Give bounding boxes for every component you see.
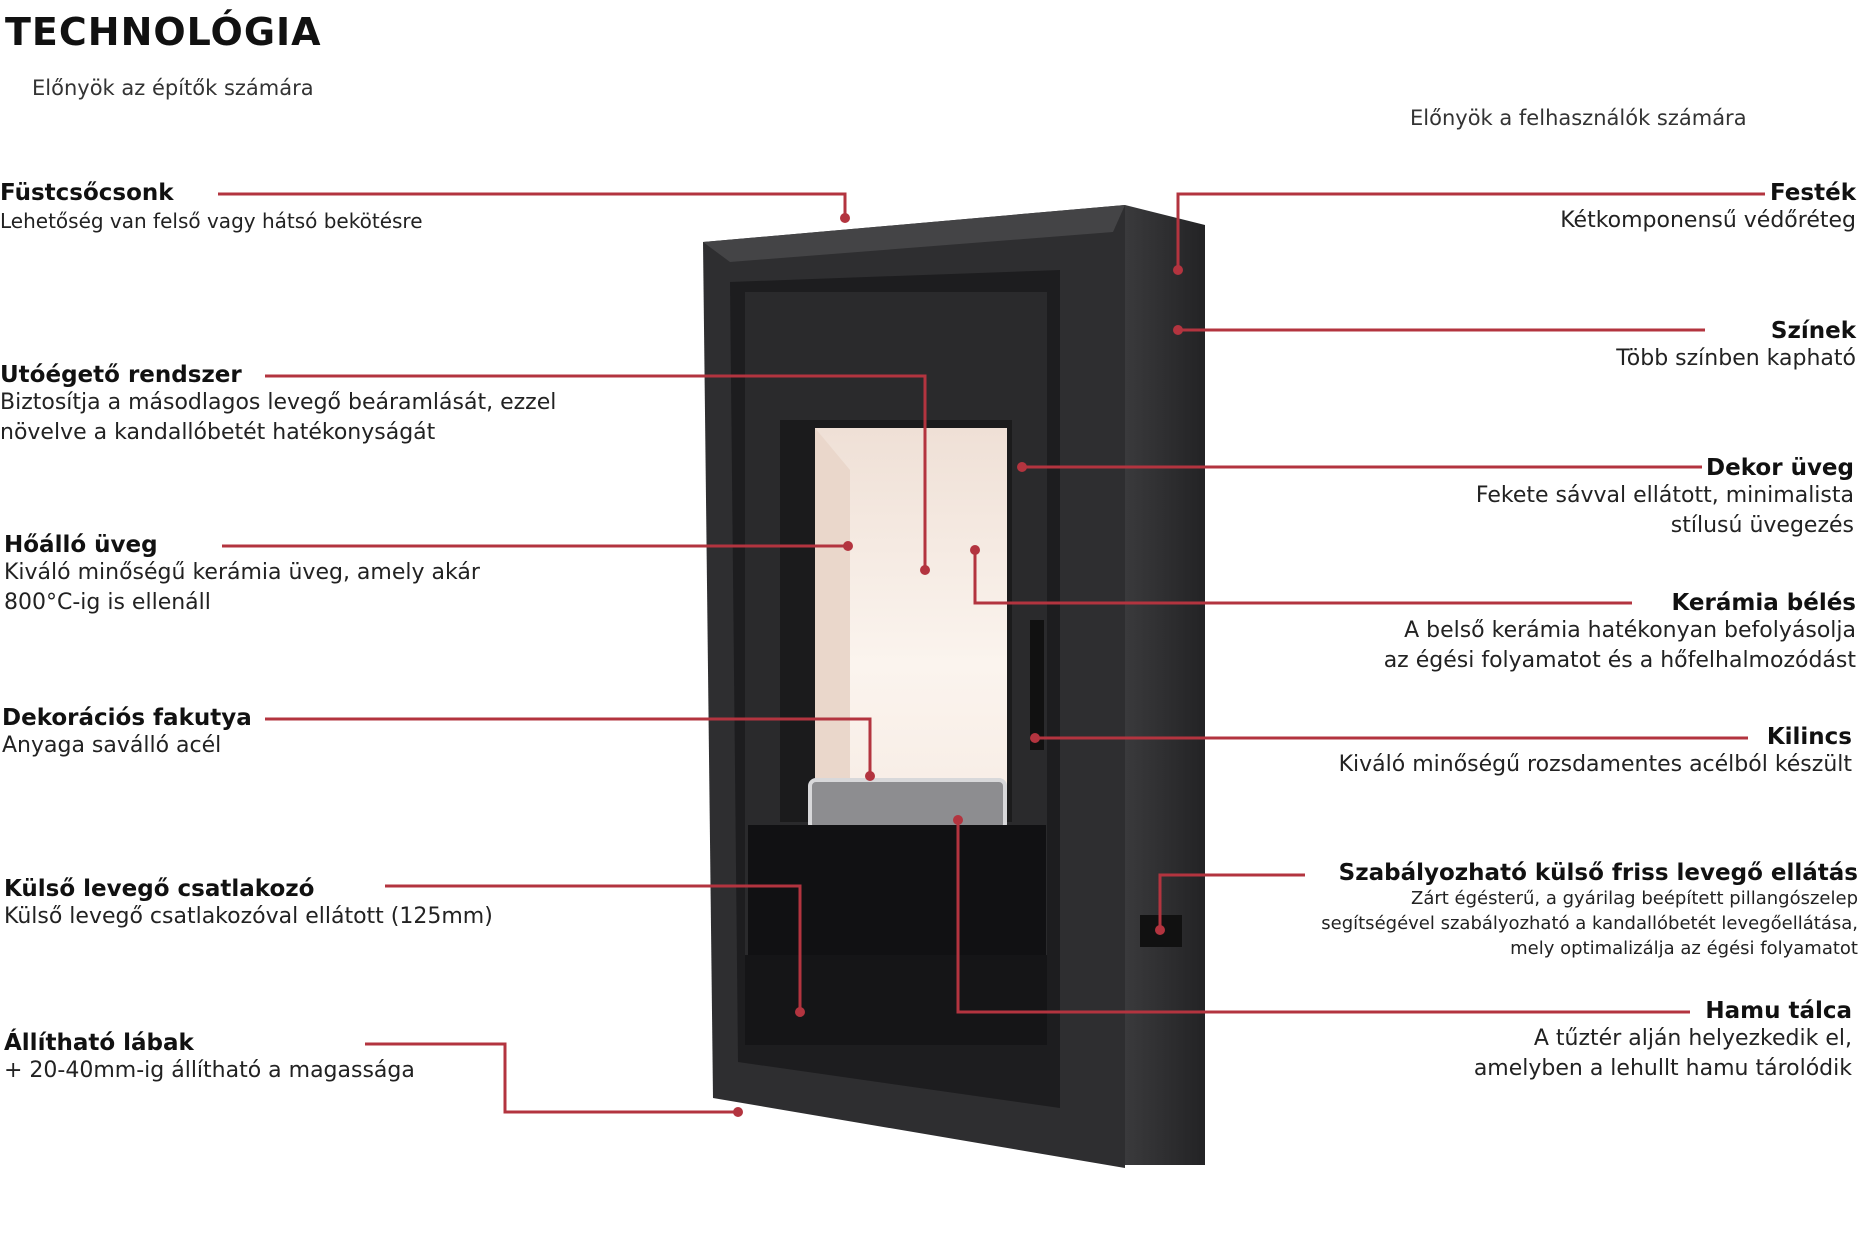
- builders-subtitle: Előnyök az építők számára: [32, 76, 314, 100]
- label-labak: Állítható lábak + 20-40mm-ig állítható a…: [4, 1030, 415, 1086]
- label-desc: Több színben kapható: [1616, 346, 1856, 371]
- label-szinek: Színek Több színben kapható: [1616, 318, 1856, 374]
- label-keramia: Kerámia bélés A belső kerámia hatékonyan…: [1384, 590, 1856, 676]
- label-title: Színek: [1770, 318, 1856, 344]
- label-title: Állítható lábak: [4, 1030, 194, 1056]
- label-desc: Fekete sávval ellátott, minimalista stíl…: [1475, 483, 1854, 538]
- callout-lines: [218, 192, 1765, 1114]
- callout-dots: [733, 213, 1183, 1117]
- label-hamu-talca: Hamu tálca A tűztér alján helyezkedik el…: [1474, 998, 1852, 1084]
- label-festek: Festék Kétkomponensű védőréteg: [1560, 180, 1856, 236]
- label-desc: A tűztér alján helyezkedik el, amelyben …: [1473, 1026, 1852, 1081]
- label-title: Hamu tálca: [1705, 998, 1852, 1024]
- fireplace-stove: [703, 205, 1205, 1168]
- label-kulso-levego: Külső levegő csatlakozó Külső levegő csa…: [4, 876, 493, 932]
- label-fakutya: Dekorációs fakutya Anyaga saválló acél: [2, 705, 252, 761]
- label-title: Utóégető rendszer: [0, 362, 242, 388]
- door-handle: [1030, 620, 1044, 750]
- callout-line-fakutya: [265, 717, 872, 776]
- label-title: Kilincs: [1766, 724, 1852, 750]
- label-title: Dekor üveg: [1706, 455, 1854, 481]
- label-hoallo-uveg: Hőálló üveg Kiváló minőségű kerámia üveg…: [4, 532, 480, 618]
- label-title: Hőálló üveg: [4, 532, 158, 558]
- label-kilincs: Kilincs Kiváló minőségű rozsdamentes acé…: [1339, 724, 1852, 780]
- decor-log-holder: [808, 778, 1007, 832]
- label-title: Dekorációs fakutya: [2, 705, 252, 731]
- label-title: Füstcsőcsonk: [0, 180, 174, 206]
- label-title: Kerámia bélés: [1671, 590, 1857, 616]
- label-friss-levego: Szabályozható külső friss levegő ellátás…: [1321, 860, 1858, 961]
- stove-ashpan-drawer: [745, 955, 1047, 1045]
- stove-lower-glass: [748, 825, 1046, 955]
- label-desc: + 20-40mm-ig állítható a magassága: [4, 1058, 415, 1083]
- label-title: Festék: [1770, 180, 1856, 206]
- label-desc: Kiváló minőségű rozsdamentes acélból kés…: [1338, 752, 1852, 777]
- label-desc: Zárt égésterű, a gyárilag beépített pill…: [1321, 888, 1858, 959]
- label-utoegeto: Utóégető rendszer Biztosítja a másodlago…: [0, 362, 556, 448]
- label-title: Szabályozható külső friss levegő ellátás: [1338, 860, 1858, 886]
- label-desc: Lehetőség van felső vagy hátsó bekötésre: [0, 209, 423, 233]
- label-fustcsocsonk: Füstcsőcsonk Lehetőség van felső vagy há…: [0, 180, 423, 236]
- label-desc: Anyaga saválló acél: [2, 733, 222, 758]
- label-title: Külső levegő csatlakozó: [4, 876, 315, 902]
- callout-line-keramia: [973, 550, 1632, 605]
- callout-line-labak: [365, 1042, 738, 1114]
- page-title: TECHNOLÓGIA: [5, 10, 322, 54]
- stove-top-bevel: [703, 205, 1125, 262]
- callout-line-festek: [1176, 192, 1765, 270]
- label-dekor-uveg: Dekor üveg Fekete sávval ellátott, minim…: [1476, 455, 1854, 541]
- firebox-left-wall: [815, 428, 850, 820]
- label-desc: Kétkomponensű védőréteg: [1560, 208, 1856, 233]
- label-desc: Biztosítja a másodlagos levegő beáramlás…: [0, 390, 557, 445]
- callout-line-hamu: [956, 820, 1690, 1014]
- label-desc: Külső levegő csatlakozóval ellátott (125…: [4, 904, 493, 929]
- callout-line-levego: [1158, 873, 1305, 930]
- stove-side-panel: [1125, 205, 1205, 1165]
- label-desc: Kiváló minőségű kerámia üveg, amely akár…: [4, 560, 480, 615]
- callout-line-kulso-levego: [385, 884, 802, 1012]
- label-desc: A belső kerámia hatékonyan befolyásolja …: [1383, 618, 1856, 673]
- callout-line-fustcsocsonk: [218, 192, 847, 218]
- callout-line-utoegeto: [265, 374, 927, 570]
- users-subtitle: Előnyök a felhasználók számára: [1410, 106, 1747, 130]
